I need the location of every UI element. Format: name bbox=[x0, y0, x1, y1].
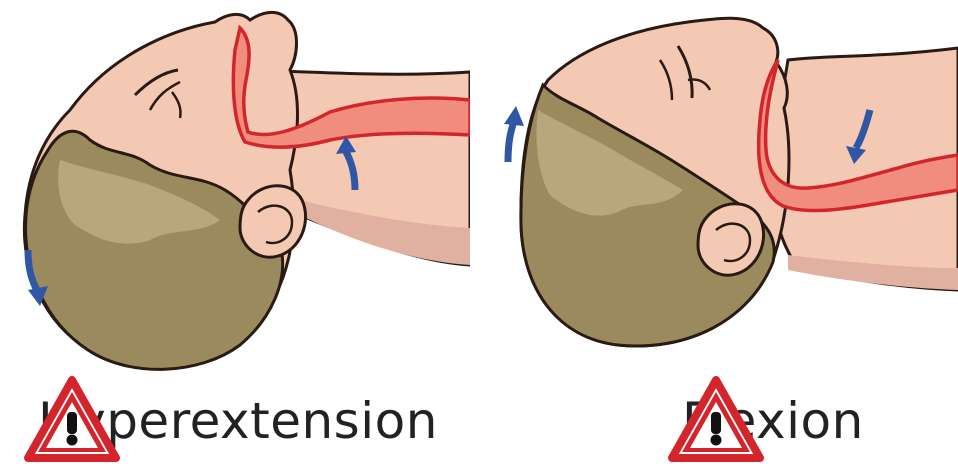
hyperextension-panel: Hyperextension bbox=[0, 0, 470, 469]
flexion-panel: Flexion bbox=[488, 0, 958, 469]
ear bbox=[698, 204, 764, 275]
flexion-caption: Flexion bbox=[668, 376, 864, 466]
hyperextension-caption: Hyperextension bbox=[24, 376, 438, 466]
warning-triangle-icon bbox=[668, 376, 764, 462]
ear bbox=[240, 186, 306, 257]
curved-arrow-icon bbox=[504, 106, 524, 162]
warning-triangle-icon bbox=[24, 376, 120, 462]
